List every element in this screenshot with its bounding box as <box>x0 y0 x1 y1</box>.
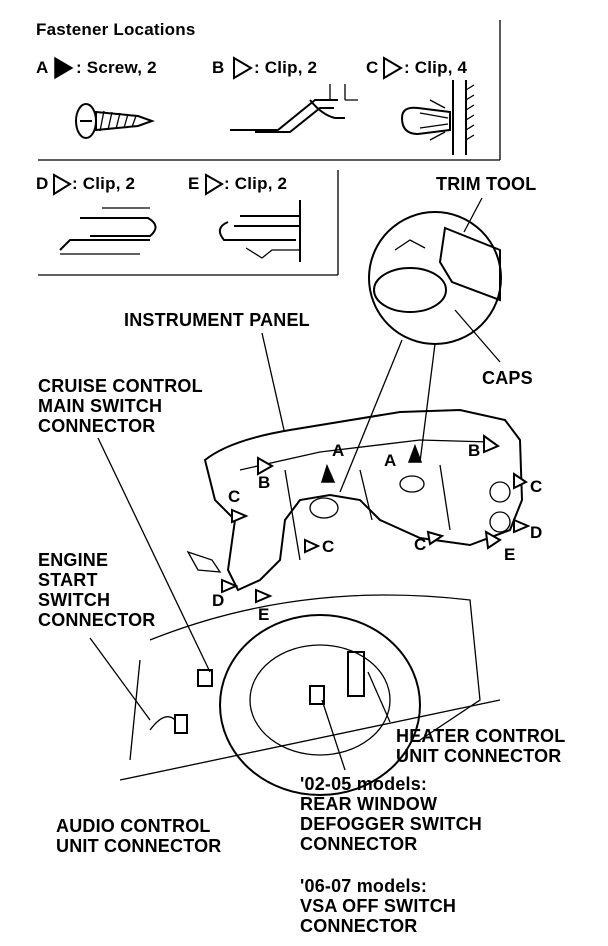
steering-wheel-drawing <box>119 594 501 796</box>
leader-lines <box>89 197 501 771</box>
heater-control-connector-label: HEATER CONTROL UNIT CONNECTOR <box>396 726 566 766</box>
fastener-legend-frame <box>38 20 501 276</box>
callout-e-right: E <box>504 545 516 564</box>
clip-d-illustration <box>59 207 157 255</box>
callout-c-lower-right: C <box>414 535 427 554</box>
audio-control-connector-label: AUDIO CONTROL UNIT CONNECTOR <box>56 816 222 856</box>
engine-start-connector-label: ENGINE START SWITCH CONNECTOR <box>38 550 156 630</box>
callout-a-right: A <box>384 451 397 470</box>
instrument-panel-label: INSTRUMENT PANEL <box>124 310 310 330</box>
callout-c-left: C <box>228 487 241 506</box>
legend-b-letter: B <box>212 58 225 77</box>
legend-d-letter: D <box>36 174 49 193</box>
legend-b-text: : Clip, 2 <box>254 58 318 77</box>
fastener-locations-title: Fastener Locations <box>36 20 196 39</box>
screw-illustration <box>75 103 155 139</box>
callout-e-left: E <box>258 605 270 624</box>
trim-tool-label: TRIM TOOL <box>436 174 537 194</box>
callout-c-center: C <box>322 537 335 556</box>
legend-e-letter: E <box>188 174 200 193</box>
callout-b-right: B <box>468 441 481 460</box>
callout-c-right: C <box>530 477 543 496</box>
clip-e-illustration <box>218 200 301 262</box>
legend-a-letter: A <box>36 58 49 77</box>
instrument-panel-drawing <box>186 408 524 592</box>
legend-c-letter: C <box>366 58 379 77</box>
legend-d-text: : Clip, 2 <box>72 174 136 193</box>
clip-c-illustration <box>400 80 475 155</box>
callout-a-left: A <box>332 441 345 460</box>
clip-b-illustration <box>230 84 358 133</box>
cruise-control-connector-label: CRUISE CONTROL MAIN SWITCH CONNECTOR <box>38 376 203 436</box>
callout-markers <box>53 56 531 604</box>
legend-e-text: : Clip, 2 <box>224 174 288 193</box>
rear-window-defogger-connector-label: '02-05 models: REAR WINDOW DEFOGGER SWIT… <box>300 774 482 854</box>
caps-label: CAPS <box>482 368 533 388</box>
vsa-off-switch-connector-label: '06-07 models: VSA OFF SWITCH CONNECTOR <box>300 876 457 936</box>
callout-d-right: D <box>530 523 543 542</box>
callout-b-left: B <box>258 473 271 492</box>
callout-d-left: D <box>212 591 225 610</box>
trim-tool-detail <box>368 211 502 345</box>
legend-a-text: : Screw, 2 <box>76 58 157 77</box>
legend-c-text: : Clip, 4 <box>404 58 468 77</box>
